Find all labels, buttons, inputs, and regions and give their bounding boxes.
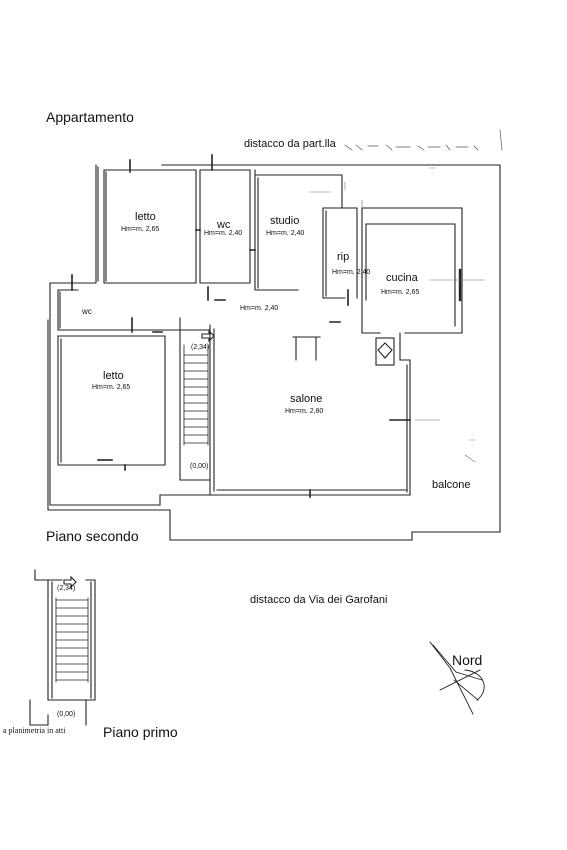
room-name-letto-bottom: letto [103, 370, 124, 382]
boundary-street-label: distacco da Via dei Garofani [250, 594, 388, 606]
room-salone [209, 324, 411, 496]
room-name-rip: rip [337, 251, 350, 263]
room-wc-small [57, 289, 181, 331]
floor-label-first: Piano primo [103, 724, 178, 740]
table [292, 336, 321, 361]
room-studio [254, 169, 343, 291]
room-height-salone: Hm=m. 2,80 [285, 408, 324, 415]
apartment-outer-wall [49, 164, 211, 506]
room-name-wc-small: wc [82, 307, 92, 316]
page-title: Appartamento [46, 109, 134, 125]
stove [375, 337, 395, 366]
room-height-letto-bottom: Hm=m. 2,65 [92, 384, 131, 391]
stair-bottom-level: (0,00) [190, 463, 209, 470]
room-height-studio: Hm=m. 2,40 [266, 230, 305, 237]
room-cucina [361, 207, 463, 334]
stair-second-floor [179, 329, 211, 481]
boundary-top-label: distacco da part.lla [244, 138, 336, 150]
room-name-salone: salone [290, 393, 323, 405]
room-name-cucina: cucina [386, 272, 418, 284]
room-name-balcone: balcone [432, 479, 471, 491]
room-height-wc-top: Hm=m. 2,40 [204, 230, 243, 237]
stair2-top-level: (2,34) [57, 585, 76, 592]
corridor-height-label: Hm=m. 2,40 [240, 305, 279, 312]
room-name-letto-top: letto [135, 211, 156, 223]
stair2-bottom-level: (0,00) [57, 711, 76, 718]
room-name-studio: studio [270, 215, 300, 227]
footer-note: a planimetria in atti [3, 726, 66, 735]
room-wc-top [199, 169, 251, 284]
stair-first-floor [47, 579, 96, 701]
room-letto-bottom [57, 335, 166, 466]
room-letto-top [103, 169, 197, 284]
compass-north-icon [429, 641, 485, 715]
room-height-letto-top: Hm=m. 2,65 [121, 226, 160, 233]
stair-top-level: (2,34) [191, 344, 210, 351]
room-rip [322, 207, 358, 299]
room-height-rip: Hm=m. 2,40 [332, 269, 371, 276]
north-label: Nord [452, 652, 483, 668]
arrow-right-icon [201, 329, 215, 343]
terrace-boundary [47, 164, 501, 541]
arrow-right-icon-first-floor [63, 575, 77, 589]
floor-label-second: Piano secondo [46, 528, 139, 544]
room-height-cucina: Hm=m. 2,65 [381, 289, 420, 296]
room-name-wc-top: wc [217, 219, 231, 231]
